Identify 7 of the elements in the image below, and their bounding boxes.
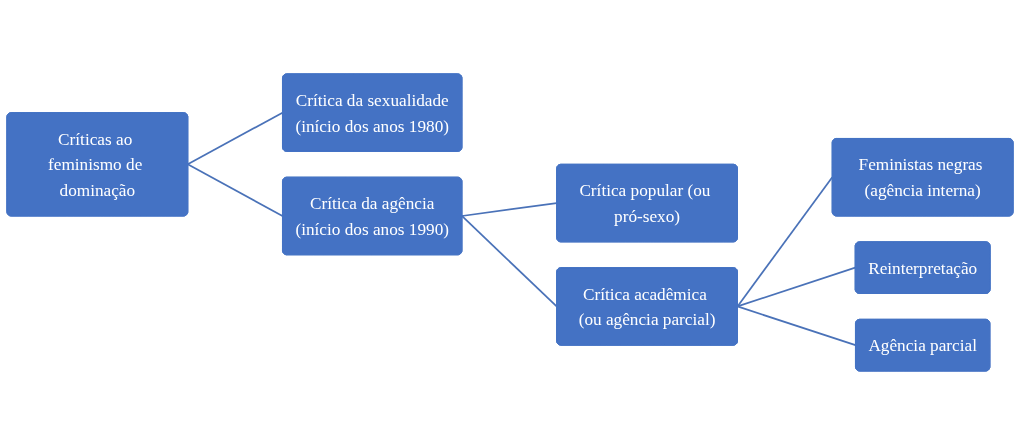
connector	[736, 266, 857, 308]
connector	[461, 215, 558, 308]
connector	[186, 163, 284, 217]
connector	[736, 176, 834, 308]
connector	[736, 305, 857, 347]
connector	[186, 111, 284, 166]
connector	[461, 202, 558, 217]
